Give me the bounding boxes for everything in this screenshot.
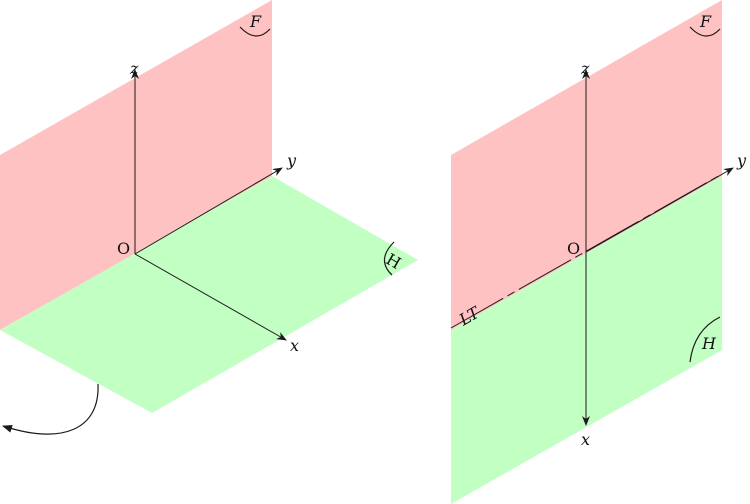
left-frontal-plane bbox=[0, 0, 272, 330]
left-horizontal-arc-icon bbox=[383, 241, 395, 276]
left-frontal-label: F bbox=[249, 12, 262, 31]
left-x-axis bbox=[134, 253, 287, 341]
right-horizontal-arc-icon bbox=[689, 316, 721, 363]
right-frontal-arc-icon bbox=[689, 26, 721, 37]
left-figure: z y x O F H bbox=[0, 0, 418, 435]
right-x-label: x bbox=[581, 430, 590, 449]
right-z-label: z bbox=[580, 59, 590, 78]
right-figure: z y x O LT F H bbox=[450, 0, 747, 504]
left-x-label: x bbox=[290, 336, 299, 355]
left-horizontal-plane bbox=[0, 176, 418, 413]
left-y-label: y bbox=[286, 151, 297, 170]
left-z-label: z bbox=[129, 59, 139, 78]
right-horizontal-label: H bbox=[701, 334, 717, 353]
right-origin-label: O bbox=[567, 239, 580, 258]
right-y-label: y bbox=[736, 151, 747, 170]
rotation-arrow-icon bbox=[2, 383, 99, 435]
left-y-axis bbox=[134, 167, 283, 255]
left-origin-label: O bbox=[117, 239, 130, 258]
left-frontal-arc-icon bbox=[239, 26, 271, 37]
right-frontal-label: F bbox=[699, 12, 712, 31]
right-y-axis bbox=[585, 167, 734, 253]
